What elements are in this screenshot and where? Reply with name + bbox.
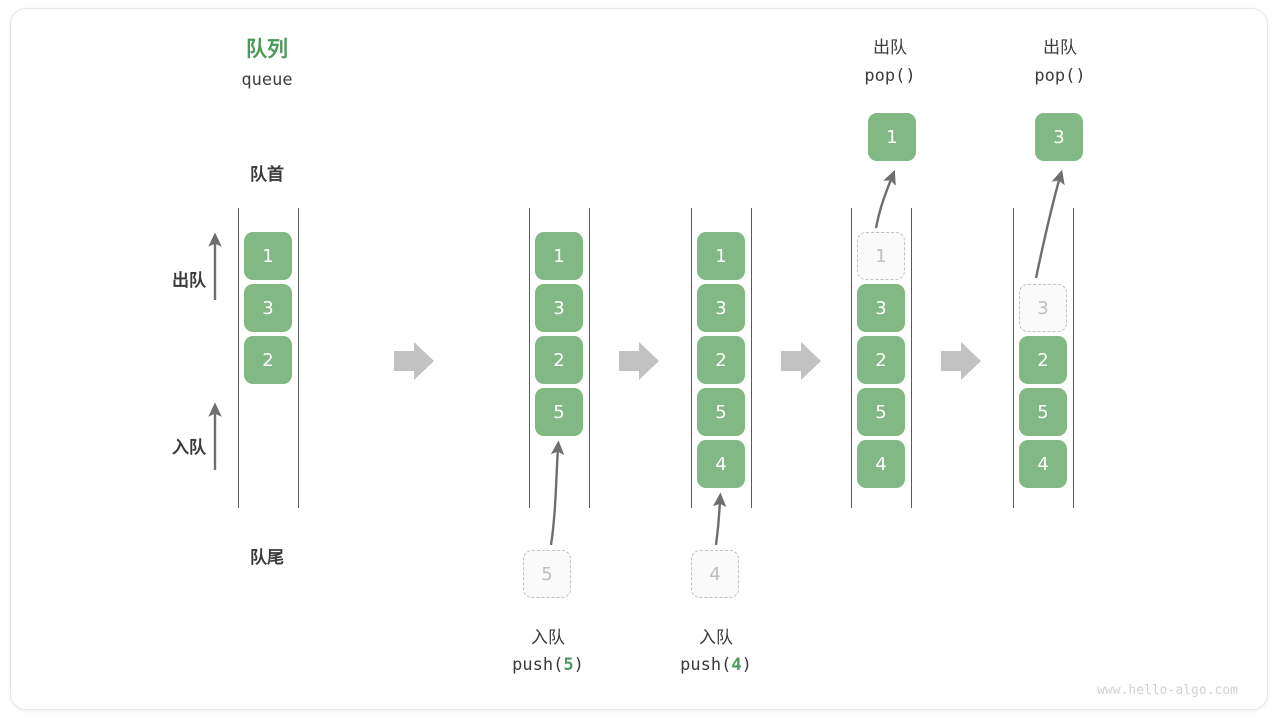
queue-item: 2: [244, 336, 292, 384]
code-prefix: push(: [680, 655, 732, 675]
queue-item: 4: [1019, 440, 1067, 488]
rail-left-stage-1: [238, 208, 239, 508]
queue-item: 5: [697, 388, 745, 436]
dequeue-op-label-stage-5: 出队: [1043, 38, 1077, 58]
rail-left-stage-3: [691, 208, 692, 508]
queue-item: 5: [857, 388, 905, 436]
queue-item-ghost: 3: [1019, 284, 1067, 332]
rail-left-stage-4: [851, 208, 852, 508]
queue-item: 5: [1019, 388, 1067, 436]
queue-item: 5: [535, 388, 583, 436]
dequeue-op-label-stage-4: 出队: [873, 38, 907, 58]
queue-item: 2: [857, 336, 905, 384]
dequeue-op-code-stage-5: pop(): [1034, 66, 1086, 86]
incoming-item-ghost: 5: [523, 550, 571, 598]
queue-head-label: 队首: [250, 165, 284, 185]
queue-item: 4: [857, 440, 905, 488]
enqueue-op-label-stage-2: 入队: [531, 628, 565, 648]
popped-item: 3: [1035, 113, 1083, 161]
enqueue-op-code-stage-3: push(4): [646, 655, 786, 675]
queue-item: 1: [697, 232, 745, 280]
queue-item: 3: [857, 284, 905, 332]
rail-right-stage-3: [751, 208, 752, 508]
popped-item: 1: [868, 113, 916, 161]
enqueue-op-label-stage-3: 入队: [699, 628, 733, 648]
code-suffix: ): [573, 655, 584, 675]
queue-item: 3: [244, 284, 292, 332]
queue-tail-label: 队尾: [250, 548, 284, 568]
dequeue-op-code-stage-4: pop(): [864, 66, 916, 86]
watermark: www.hello-algo.com: [1097, 683, 1238, 698]
enqueue-op-code-stage-2: push(5): [478, 655, 618, 675]
rail-right-stage-1: [298, 208, 299, 508]
rail-left-stage-5: [1013, 208, 1014, 508]
queue-item: 2: [535, 336, 583, 384]
queue-item: 4: [697, 440, 745, 488]
incoming-item-ghost: 4: [691, 550, 739, 598]
queue-title-cn: 队列: [246, 37, 288, 61]
queue-item: 3: [535, 284, 583, 332]
queue-item: 1: [535, 232, 583, 280]
queue-title-en: queue: [241, 70, 293, 90]
code-suffix: ): [741, 655, 752, 675]
queue-item: 3: [697, 284, 745, 332]
rail-right-stage-2: [589, 208, 590, 508]
code-arg: 4: [731, 655, 742, 675]
code-arg: 5: [563, 655, 574, 675]
code-prefix: push(: [512, 655, 564, 675]
enqueue-side-label: 入队: [172, 438, 206, 458]
rail-left-stage-2: [529, 208, 530, 508]
rail-right-stage-4: [911, 208, 912, 508]
diagram-card: [10, 8, 1268, 710]
rail-right-stage-5: [1073, 208, 1074, 508]
queue-item-ghost: 1: [857, 232, 905, 280]
queue-item: 2: [697, 336, 745, 384]
queue-item: 2: [1019, 336, 1067, 384]
queue-item: 1: [244, 232, 292, 280]
dequeue-side-label: 出队: [172, 271, 206, 291]
